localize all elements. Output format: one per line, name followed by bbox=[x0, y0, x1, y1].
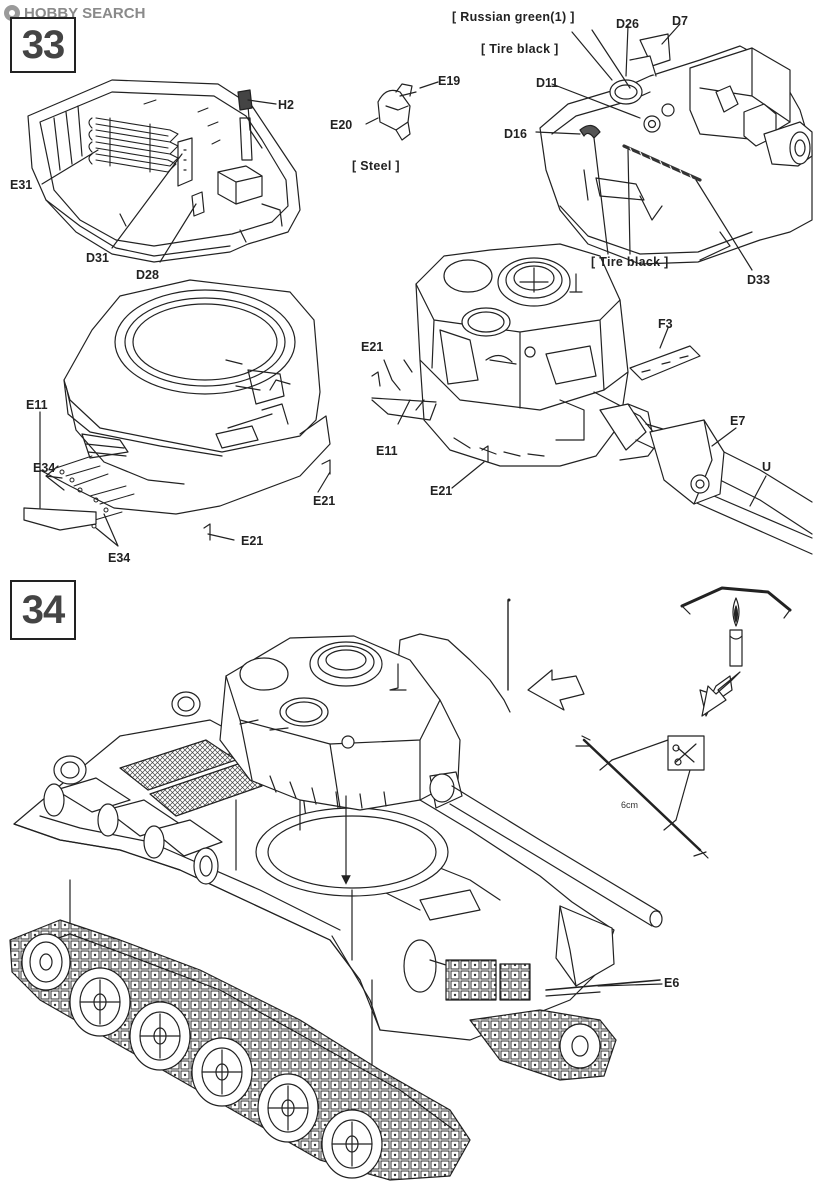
part-label-u: U bbox=[762, 460, 772, 474]
bracket-d28 bbox=[191, 191, 205, 217]
part-e19-e20 bbox=[365, 83, 417, 141]
part-label-f3: F3 bbox=[658, 317, 673, 331]
part-label-d16: D16 bbox=[504, 127, 527, 141]
radio-box bbox=[217, 165, 263, 205]
turret-34 bbox=[219, 635, 463, 811]
part-label-h2: H2 bbox=[278, 98, 294, 112]
turret-assembled bbox=[403, 243, 661, 467]
turret-body-open bbox=[39, 279, 331, 515]
part-label-e7: E7 bbox=[730, 414, 746, 428]
cutter-icon-box bbox=[667, 735, 705, 771]
part-label-e34-upper: E34 bbox=[33, 461, 56, 475]
step-number-34: 34 bbox=[10, 580, 76, 640]
turret-ring-hull bbox=[255, 807, 449, 897]
part-label-e21-bottom: E21 bbox=[241, 534, 264, 548]
candle-icon bbox=[729, 597, 743, 667]
road-wheels bbox=[21, 933, 383, 1179]
part-label-e20: E20 bbox=[330, 118, 353, 132]
paint-note-tire-black-lower: [ Tire black ] bbox=[591, 255, 669, 269]
gun-parts-d11 bbox=[643, 103, 675, 133]
paint-note-steel: [ Steel ] bbox=[352, 159, 400, 173]
antenna-bend-jig bbox=[680, 586, 792, 619]
part-label-d28: D28 bbox=[136, 268, 159, 282]
part-label-e21-top: E21 bbox=[361, 340, 384, 354]
e21-hooks-right bbox=[371, 371, 489, 463]
part-label-d33: D33 bbox=[747, 273, 770, 287]
part-label-e11-right: E11 bbox=[376, 444, 398, 458]
e34-handles bbox=[55, 455, 135, 529]
e21-hooks-left bbox=[203, 459, 331, 541]
periscope-d26 bbox=[609, 79, 643, 105]
grille-f3 bbox=[629, 345, 701, 381]
main-gun-34 bbox=[449, 785, 663, 928]
exhaust-lights bbox=[53, 691, 201, 785]
rail-e6 bbox=[545, 979, 661, 997]
part-label-d11: D11 bbox=[536, 76, 559, 90]
ammo-rack bbox=[88, 117, 179, 173]
antenna-measure bbox=[575, 735, 709, 859]
part-label-e21-turret: E21 bbox=[430, 484, 453, 498]
mantlet-e7 bbox=[649, 419, 725, 505]
rack-bracket-d31 bbox=[177, 137, 193, 187]
e11-rail-left bbox=[23, 507, 97, 531]
hull-hatches bbox=[403, 889, 531, 1001]
paint-note-tire-black: [ Tire black ] bbox=[481, 42, 559, 56]
fuel-drums bbox=[43, 777, 223, 885]
step-number-33: 33 bbox=[10, 17, 76, 73]
part-label-e19: E19 bbox=[438, 74, 461, 88]
main-gun-breech bbox=[629, 33, 813, 167]
part-label-e31: E31 bbox=[10, 178, 33, 192]
spring-d33 bbox=[622, 144, 702, 182]
part-label-d7: D7 bbox=[672, 14, 688, 28]
part-label-e21-side: E21 bbox=[313, 494, 336, 508]
measure-label-6cm: 6cm bbox=[621, 800, 639, 810]
part-label-d31: D31 bbox=[86, 251, 109, 265]
part-label-d26: D26 bbox=[616, 17, 639, 31]
e11-rail-right bbox=[371, 397, 437, 421]
vertical-attach-lines bbox=[69, 769, 373, 1091]
part-label-e34-lower: E34 bbox=[108, 551, 131, 565]
bend-arrow bbox=[699, 671, 741, 717]
part-label-e6: E6 bbox=[664, 976, 680, 990]
rack-pins bbox=[143, 99, 221, 145]
radio-h2 bbox=[237, 89, 253, 161]
paint-note-russian-green: [ Russian green(1) ] bbox=[452, 10, 575, 24]
part-label-e11-left: E11 bbox=[26, 398, 48, 412]
track-right bbox=[469, 1009, 617, 1081]
assembly-arrow bbox=[527, 669, 585, 711]
